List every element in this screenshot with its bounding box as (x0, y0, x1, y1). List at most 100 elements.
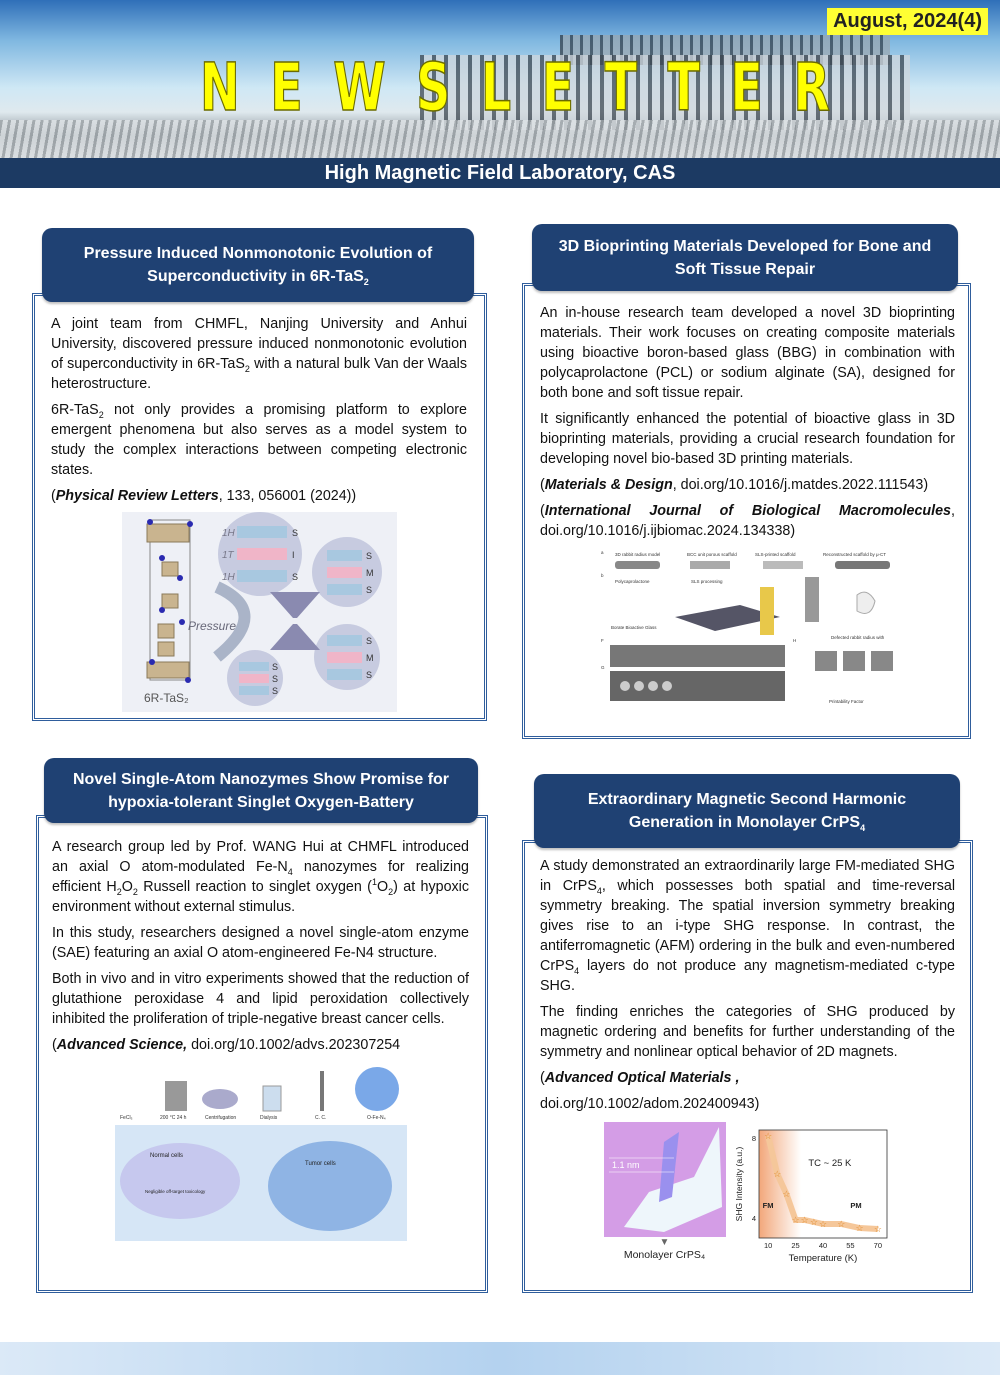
article-title: 3D Bioprinting Materials Developed for B… (532, 224, 958, 291)
state-label: S (366, 585, 372, 595)
state-label: M (366, 568, 374, 578)
state-label: S (272, 674, 278, 684)
plot-frame (758, 1129, 887, 1239)
text-segment: 2 (132, 886, 138, 897)
text-segment: 4 (596, 885, 602, 896)
figure-label: Reconstructed scaffold by μ-CT (823, 552, 886, 557)
bioprinting-figure: a b F G H 3D rabbit radius model BCC uni… (595, 547, 900, 709)
tc-annotation: TC ~ 25 K (808, 1158, 852, 1169)
title-text: 3D Bioprinting Materials Developed for B… (550, 235, 940, 281)
text-segment: nanozymes for realizing efficient H (52, 859, 469, 895)
pressure-label: Pressure (188, 619, 236, 633)
figure-label: Polycaprolactone (615, 579, 650, 584)
data-point: ☆ (837, 1219, 845, 1229)
text-segment: 4 (287, 866, 293, 877)
paragraph: (Advanced Science, doi.org/10.1002/advs.… (52, 1035, 469, 1055)
panel-label: F (601, 638, 604, 643)
title-text: Novel Single-Atom Nanozymes Show Promise… (62, 768, 460, 814)
y-tick-label: 8 (751, 1134, 755, 1143)
text-segment: 2 (98, 409, 104, 420)
text-segment: 4 (574, 965, 580, 976)
tumor-cells-label: Tumor cells (305, 1161, 336, 1167)
text-segment: Physical Review Letters (55, 488, 219, 504)
text-segment: with a natural bulk Van der Waals hetero… (51, 356, 467, 392)
nanozyme-figure: FeCl₃ 200 °C 24 h Centrifugation Dialysi… (114, 1061, 407, 1241)
text-segment: Pressure Induced Nonmonotonic Evolution … (83, 245, 433, 285)
text-segment: The finding enriches the categories of S… (540, 1004, 955, 1060)
state-label: S (366, 670, 372, 680)
text-segment: Advanced Science, (56, 1037, 188, 1053)
text-segment: An in-house research team developed a no… (540, 305, 955, 401)
ground-illustration (0, 120, 1000, 160)
text-segment: O (121, 879, 133, 895)
step-label: FeCl₃ (120, 1115, 133, 1121)
x-tick-label: 10 (763, 1241, 771, 1250)
paragraph: (Physical Review Letters, 133, 056001 (2… (51, 486, 467, 506)
text-segment: doi.org/10.1002/advs.202307254 (187, 1037, 401, 1053)
state-label: S (366, 636, 372, 646)
title-letter: E (270, 49, 304, 127)
bioprinting-diagram: a b F G H 3D rabbit radius model BCC uni… (601, 550, 893, 704)
step-label: Dialysis (260, 1115, 278, 1121)
paragraph: The finding enriches the categories of S… (540, 1002, 955, 1062)
step-label: 200 °C 24 h (160, 1115, 187, 1121)
toxicity-note: Negligible off-target toxicology (145, 1189, 206, 1194)
title-letter: N (199, 49, 240, 127)
panel-label: a (601, 550, 604, 555)
text-segment: A joint team from CHMFL, Nanjing Univers… (51, 316, 467, 372)
paragraph: (Materials & Design, doi.org/10.1016/j.m… (540, 475, 955, 495)
figure-label: Defected rabbit radius with (831, 635, 885, 640)
title-text: Extraordinary Magnetic Second Harmonic G… (552, 788, 942, 834)
text-segment: A study demonstrated an extraordinarily … (540, 858, 955, 894)
article-title: Pressure Induced Nonmonotonic Evolution … (42, 228, 474, 302)
layer-label: 1H (222, 572, 236, 583)
text-segment: Novel Single-Atom Nanozymes Show Promise… (72, 770, 450, 811)
title-letter: W (333, 49, 387, 127)
paragraph: A study demonstrated an extraordinarily … (540, 856, 955, 996)
text-segment: ( (540, 1070, 545, 1086)
layer-label: 1H (222, 528, 236, 539)
text-segment: Both in vivo and in vitro experiments sh… (52, 971, 469, 1027)
text-segment: ) at hypoxic environment without externa… (52, 879, 470, 915)
article-panel-shg (522, 840, 973, 1293)
title-letter: R (793, 49, 831, 127)
paragraph: Both in vivo and in vitro experiments sh… (52, 969, 469, 1029)
text-segment: ( (540, 503, 545, 519)
state-label: I (292, 550, 295, 560)
state-label: M (366, 653, 374, 663)
text-segment: It significantly enhanced the potential … (540, 411, 955, 467)
step-label: C. C. (315, 1115, 326, 1121)
nanozyme-diagram: FeCl₃ 200 °C 24 h Centrifugation Dialysi… (114, 1067, 407, 1241)
text-segment: Extraordinary Magnetic Second Harmonic G… (587, 791, 907, 831)
paragraph: (International Journal of Biological Mac… (540, 501, 955, 541)
figure-label: SLS processing (691, 579, 723, 584)
title-letter: L (480, 49, 512, 127)
figure-label: Borate Bioactive Glass (611, 625, 657, 630)
building-illustration (420, 55, 910, 130)
article-paragraphs: An in-house research team developed a no… (540, 303, 955, 541)
x-tick-label: 70 (873, 1241, 881, 1250)
text-segment: 3D Bioprinting Materials Developed for B… (558, 237, 932, 278)
data-point: ☆ (855, 1223, 863, 1233)
state-label: S (292, 572, 298, 582)
article-paragraphs: A joint team from CHMFL, Nanjing Univers… (51, 314, 467, 506)
monolayer-label: Monolayer CrPS₄ (623, 1249, 706, 1261)
step-label: O-Fe-N₄ (367, 1115, 386, 1121)
paragraph: doi.org/10.1002/adom.202400943) (540, 1094, 955, 1114)
panel-label: G (601, 665, 605, 670)
paragraph: A joint team from CHMFL, Nanjing Univers… (51, 314, 467, 394)
footer-band (0, 1342, 1000, 1375)
pm-label: PM (850, 1201, 861, 1210)
article-body: A study demonstrated an extraordinarily … (540, 856, 955, 1272)
paragraph: (Advanced Optical Materials , (540, 1068, 955, 1088)
article-title: Extraordinary Magnetic Second Harmonic G… (534, 774, 960, 848)
text-segment: layers do not produce any magnetism-medi… (540, 958, 955, 994)
data-point: ☆ (800, 1215, 808, 1225)
panel-label: b (601, 573, 604, 578)
x-axis-label: Temperature (K) (788, 1253, 857, 1264)
figure-label: BCC unit porous scaffold (687, 552, 737, 557)
data-point: ☆ (809, 1217, 817, 1227)
